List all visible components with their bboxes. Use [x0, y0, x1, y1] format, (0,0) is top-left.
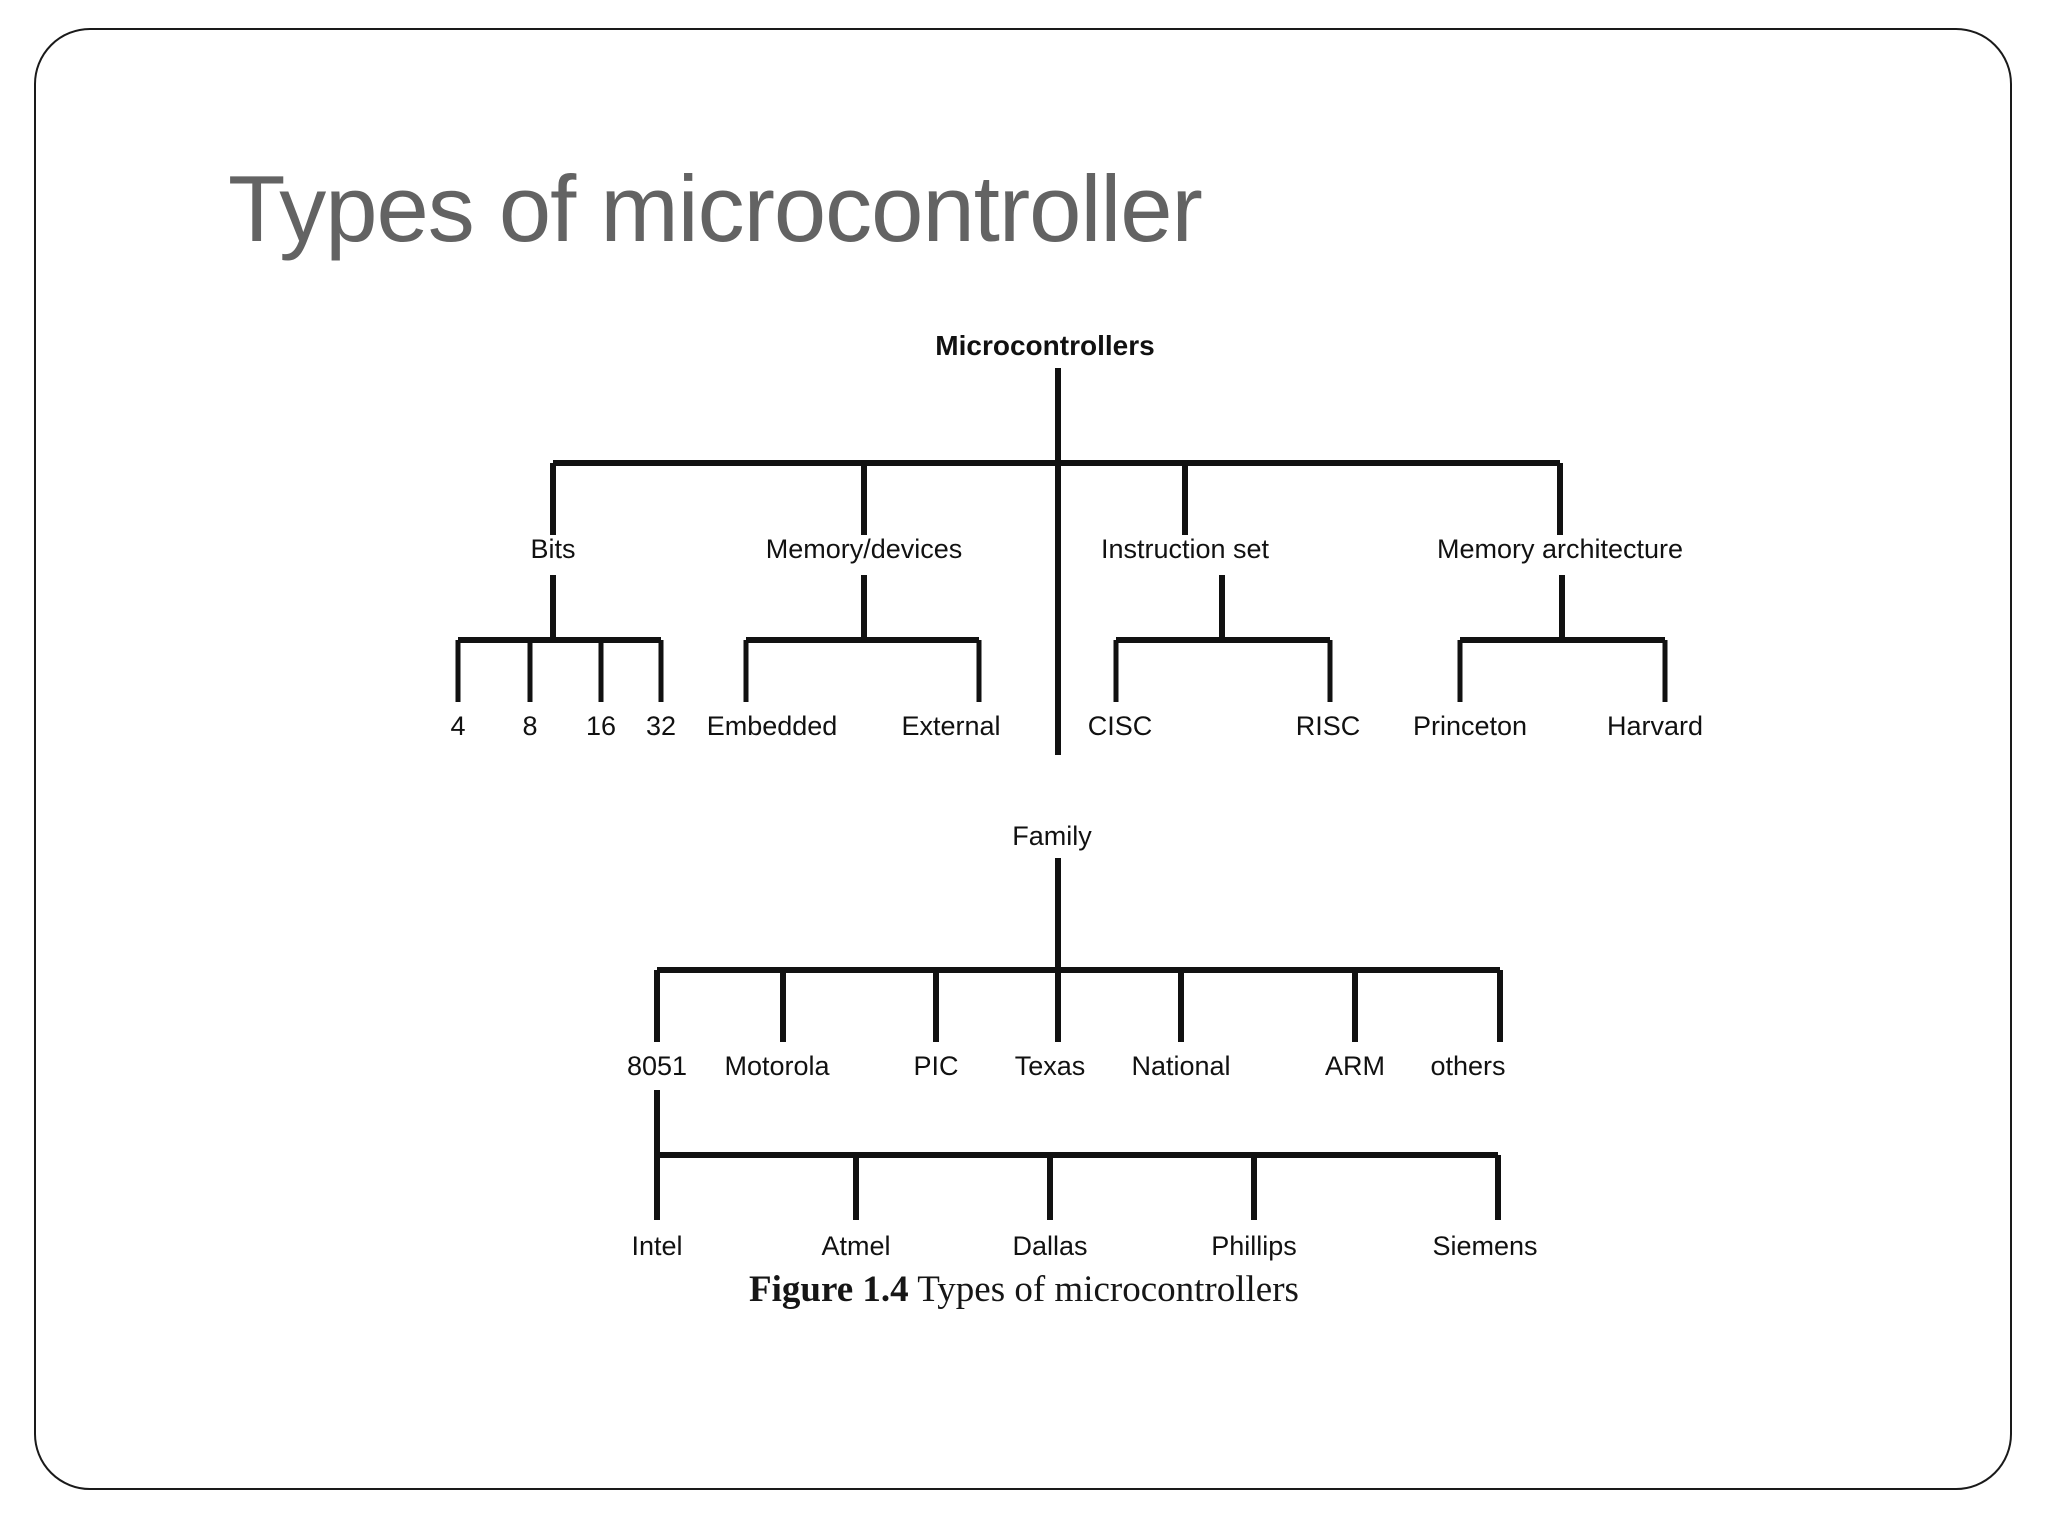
figure-caption-number: Figure 1.4 — [749, 1269, 909, 1310]
node-texas: Texas — [1015, 1051, 1086, 1081]
figure-caption: Figure 1.4 Types of microcontrollers — [0, 1268, 2048, 1311]
node-instruction-set: Instruction set — [1101, 534, 1270, 564]
node-bits-32: 32 — [646, 711, 676, 741]
node-dallas: Dallas — [1012, 1231, 1087, 1261]
microcontroller-type-tree-diagram: Microcontrollers Bits Memory/devices Ins… — [0, 330, 2048, 1330]
node-harvard: Harvard — [1607, 711, 1703, 741]
node-bits-4: 4 — [450, 711, 465, 741]
node-siemens: Siemens — [1432, 1231, 1537, 1261]
tree-svg: Microcontrollers Bits Memory/devices Ins… — [450, 330, 1703, 1261]
node-intel: Intel — [631, 1231, 682, 1261]
node-family: Family — [1012, 821, 1092, 851]
node-memory-architecture: Memory architecture — [1437, 534, 1683, 564]
node-atmel: Atmel — [821, 1231, 890, 1261]
node-phillips: Phillips — [1211, 1231, 1297, 1261]
node-bits-8: 8 — [522, 711, 537, 741]
node-pic: PIC — [913, 1051, 958, 1081]
node-arm: ARM — [1325, 1051, 1385, 1081]
node-bits: Bits — [530, 534, 575, 564]
node-princeton: Princeton — [1413, 711, 1527, 741]
node-external: External — [901, 711, 1000, 741]
node-motorola: Motorola — [724, 1051, 830, 1081]
node-8051: 8051 — [627, 1051, 687, 1081]
slide-frame — [34, 28, 2012, 1490]
node-others: others — [1430, 1051, 1505, 1081]
page-title: Types of microcontroller — [228, 156, 1203, 261]
node-national: National — [1131, 1051, 1230, 1081]
node-bits-16: 16 — [586, 711, 616, 741]
node-memory-devices: Memory/devices — [766, 534, 963, 564]
node-risc: RISC — [1296, 711, 1361, 741]
node-cisc: CISC — [1088, 711, 1153, 741]
node-embedded: Embedded — [707, 711, 838, 741]
figure-caption-text: Types of microcontrollers — [908, 1269, 1299, 1310]
node-microcontrollers: Microcontrollers — [935, 330, 1154, 361]
